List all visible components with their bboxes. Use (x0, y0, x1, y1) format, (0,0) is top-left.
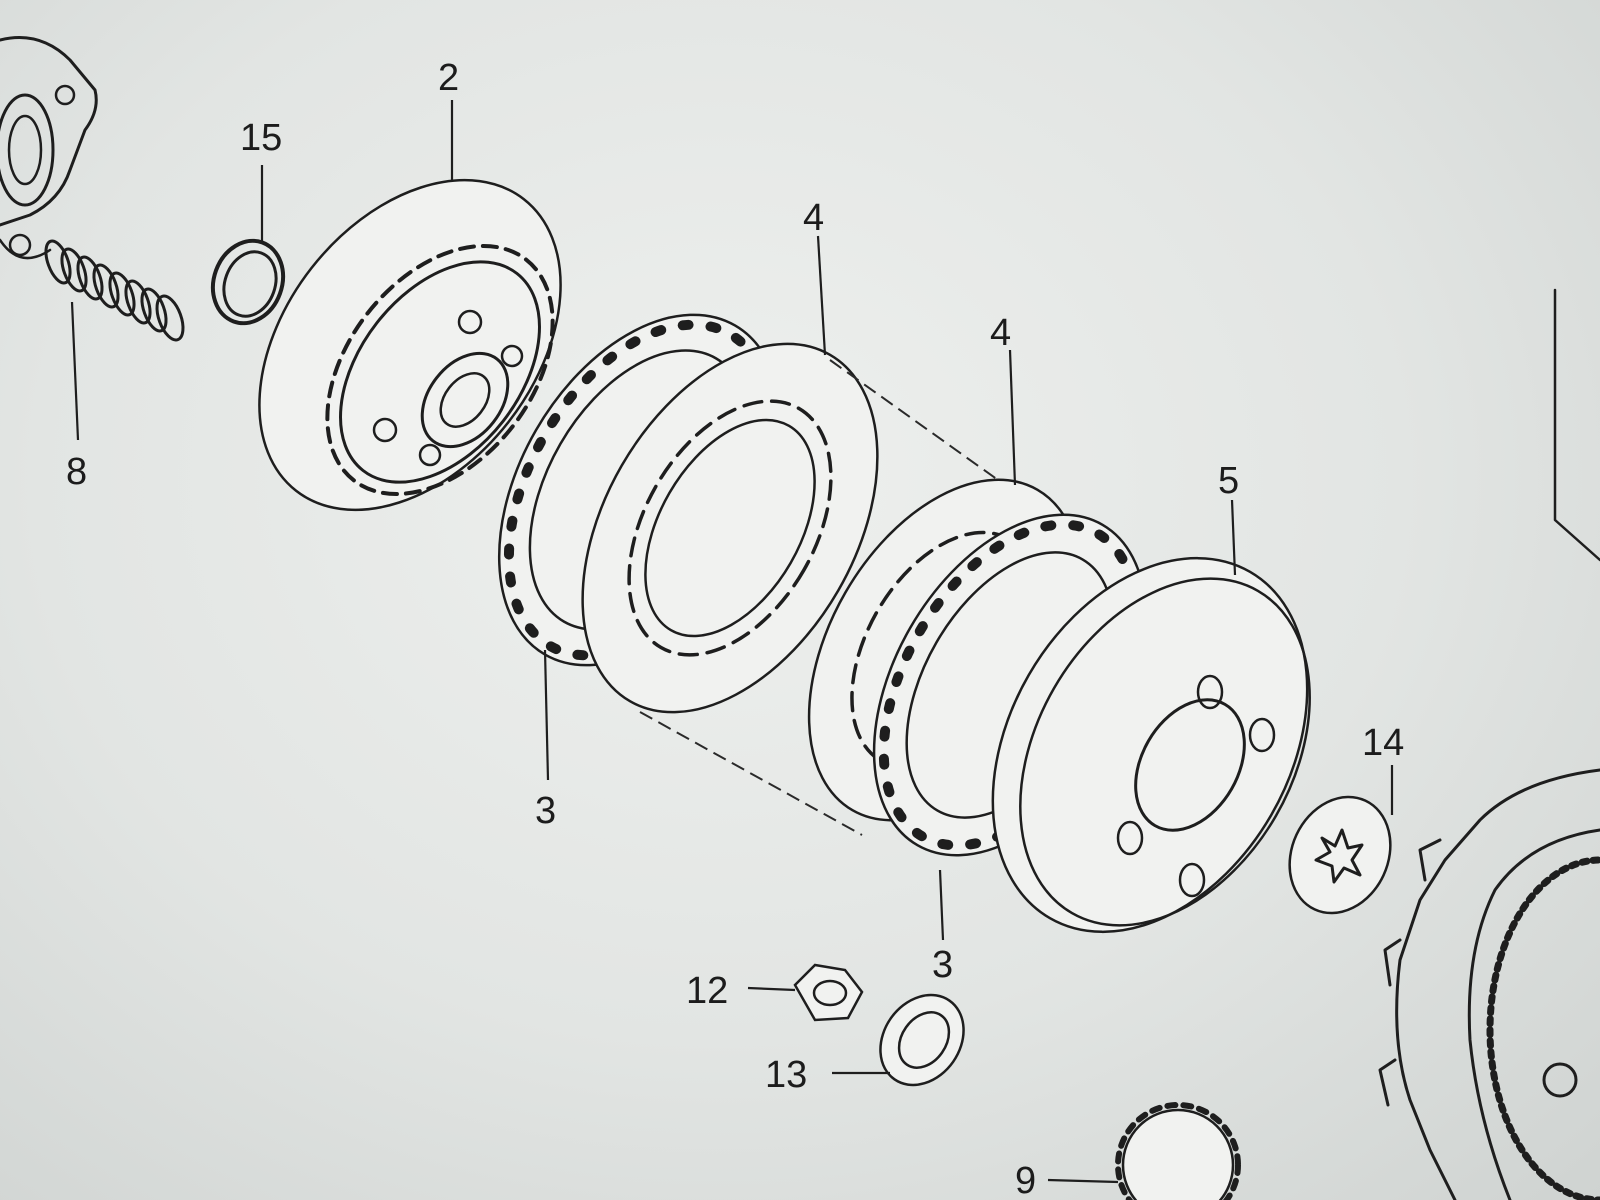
callout-2: 2 (438, 57, 459, 99)
plate-stack-outline (639, 359, 1006, 836)
pressure-plate-part-5 (991, 499, 1311, 934)
callout-8: 8 (66, 451, 87, 493)
callout-labels: 2 15 8 4 4 5 3 3 14 12 13 9 (66, 57, 1404, 1200)
callout-15: 15 (240, 117, 282, 159)
clutch-outer-basket (1378, 288, 1600, 1200)
gear-plate-part-2 (258, 100, 562, 512)
housing-part-left (0, 36, 98, 260)
coil-spring-part-8 (44, 239, 185, 441)
callout-4-lower: 4 (990, 312, 1011, 354)
nut-part-12 (747, 963, 864, 1022)
steel-plate-part-4-upper (581, 235, 879, 714)
callout-12: 12 (686, 970, 728, 1012)
callout-13: 13 (765, 1054, 807, 1096)
washer-part-13 (832, 993, 965, 1087)
callout-5: 5 (1218, 460, 1239, 502)
callout-3-upper: 3 (535, 790, 556, 832)
small-gear-part-9 (1047, 1102, 1241, 1200)
callout-9: 9 (1015, 1160, 1036, 1200)
callout-3-lower: 3 (932, 944, 953, 986)
snap-ring-part-15 (210, 165, 286, 326)
lock-washer-part-14 (1288, 765, 1394, 915)
callout-4-upper: 4 (803, 197, 824, 239)
callout-14: 14 (1362, 722, 1404, 764)
